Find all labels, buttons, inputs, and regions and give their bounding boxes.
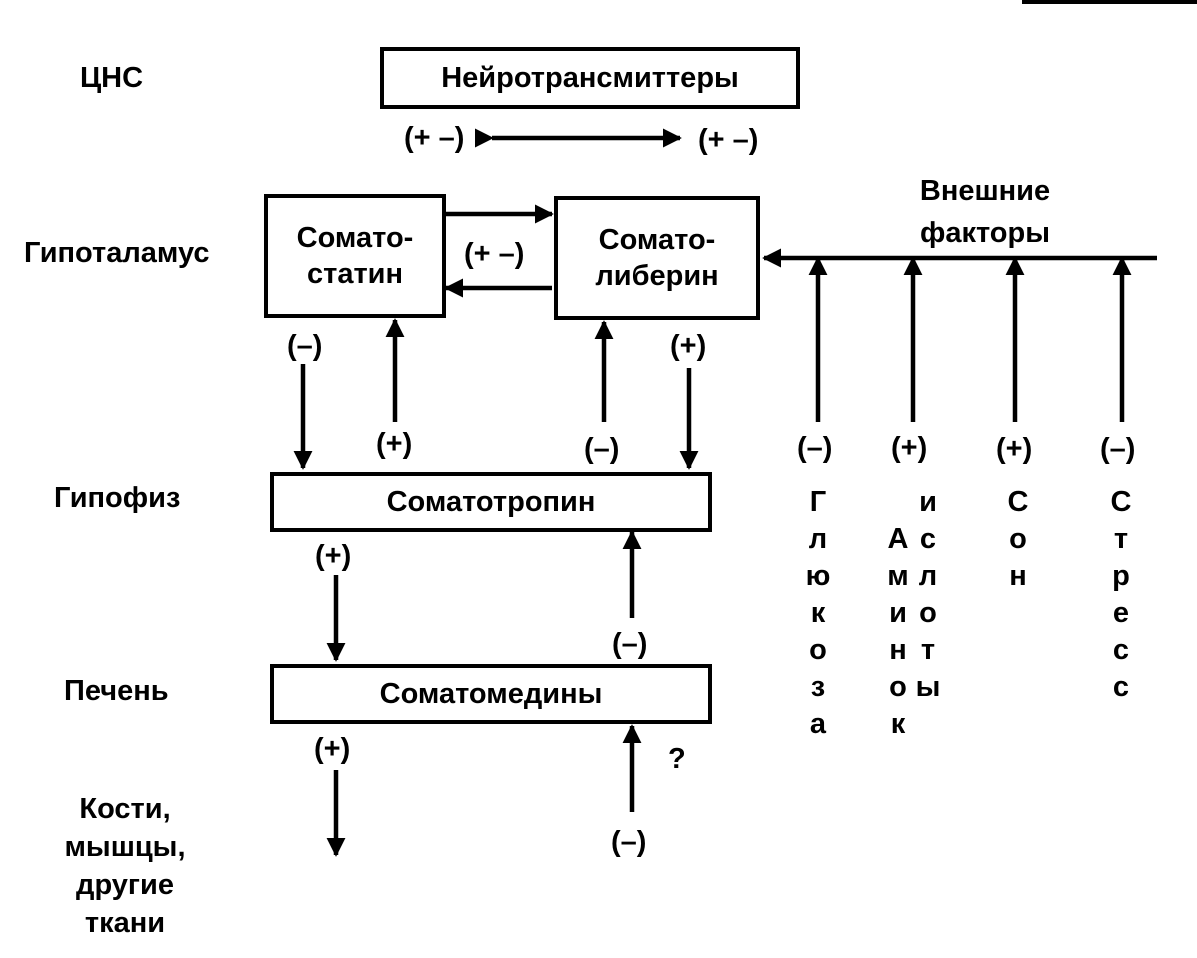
sl-to-st-sign: (+) — [670, 330, 707, 362]
letter: с — [1112, 671, 1130, 703]
liver-label: Печень — [64, 675, 169, 707]
hypothalamus-label: Гипоталамус — [24, 237, 210, 269]
cns-label: ЦНС — [80, 62, 144, 94]
letter: т — [920, 634, 936, 666]
letter: з — [810, 671, 826, 703]
letter: С — [1110, 486, 1132, 518]
aminoacids-sign: (+) — [891, 432, 928, 464]
letter: е — [1112, 597, 1130, 629]
letter: С — [1007, 486, 1029, 518]
letter: т — [1113, 523, 1129, 555]
pituitary-label: Гипофиз — [54, 482, 181, 514]
stress-sign: (–) — [1100, 433, 1136, 465]
targets-label: Кости, мышцы, другие ткани — [64, 793, 186, 939]
letter: и — [889, 597, 907, 629]
unknown-sign: ? — [668, 743, 686, 775]
external-title: Внешние факторы — [919, 175, 1051, 249]
letter: о — [1009, 523, 1027, 555]
letter: р — [1112, 560, 1130, 592]
nt-right-sign: (+ –) — [698, 124, 759, 156]
ss-to-st-sign: (–) — [287, 330, 323, 362]
letter: л — [918, 560, 938, 592]
letter: к — [890, 708, 906, 740]
letter: к — [810, 597, 826, 629]
somatostatin-box: Сомато- статин — [264, 194, 446, 318]
somatotropin-box: Соматотропин — [270, 472, 712, 532]
letter: н — [1009, 560, 1027, 592]
neurotransmitters-box: Нейротрансмиттеры — [380, 47, 800, 109]
letter: А — [887, 523, 909, 555]
hypo-mutual-sign: (+ –) — [464, 238, 525, 270]
sleep-sign: (+) — [996, 433, 1033, 465]
letter: о — [919, 597, 937, 629]
letter: н — [889, 634, 907, 666]
letter: Г — [809, 486, 827, 518]
somatomedins-box: Соматомедины — [270, 664, 712, 724]
letter: л — [808, 523, 828, 555]
st-to-sl-sign: (–) — [584, 433, 620, 465]
letter: о — [809, 634, 827, 666]
st-to-sm-sign: (+) — [315, 540, 352, 572]
somatoliberin-box: Сомато- либерин — [554, 196, 760, 320]
glucose-sign: (–) — [797, 432, 833, 464]
letter: а — [809, 708, 827, 740]
letter: с — [919, 523, 937, 555]
tissue-to-sm-sign: (–) — [611, 826, 647, 858]
sm-to-st-sign: (–) — [612, 628, 648, 660]
st-to-ss-sign: (+) — [376, 428, 413, 460]
letter: ы — [915, 671, 941, 703]
letter: м — [887, 560, 909, 592]
letter: и — [919, 486, 937, 518]
letter: с — [1112, 634, 1130, 666]
sm-to-tissue-sign: (+) — [314, 733, 351, 765]
letter: о — [889, 671, 907, 703]
nt-left-sign: (+ –) — [404, 122, 465, 154]
letter: ю — [805, 560, 831, 592]
